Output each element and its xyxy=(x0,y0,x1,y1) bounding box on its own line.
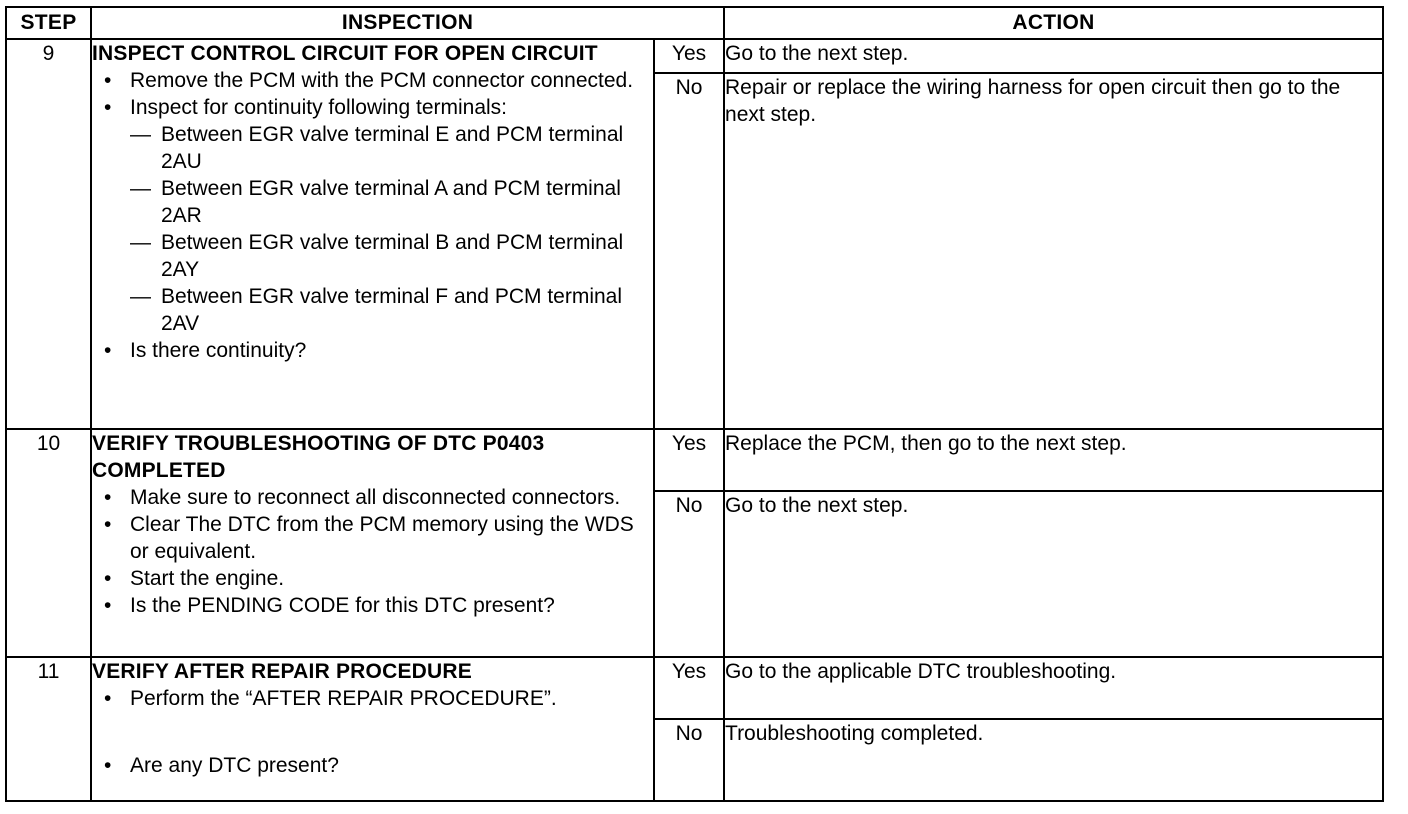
step-number: 9 xyxy=(5,38,92,430)
list-item: Remove the PCM with the PCM connector co… xyxy=(92,67,653,94)
list-item: Start the engine. xyxy=(92,565,653,592)
no-label: No xyxy=(652,718,726,802)
yes-label: Yes xyxy=(652,656,726,720)
table-row: 10 VERIFY TROUBLESHOOTING OF DTC P0403 C… xyxy=(5,428,1385,658)
list-item-text: Inspect for continuity following termina… xyxy=(130,96,508,119)
inspection-cell: VERIFY AFTER REPAIR PROCEDURE Perform th… xyxy=(90,656,655,802)
inspection-list: Perform the “AFTER REPAIR PROCEDURE”. xyxy=(92,685,653,712)
troubleshooting-table: STEP INSPECTION ACTION 9 INSPECT CONTROL… xyxy=(5,6,1385,802)
inspection-list: Remove the PCM with the PCM connector co… xyxy=(92,67,653,364)
step-number: 11 xyxy=(5,656,92,802)
inspection-list: Make sure to reconnect all disconnected … xyxy=(92,484,653,619)
table-row: 9 INSPECT CONTROL CIRCUIT FOR OPEN CIRCU… xyxy=(5,38,1385,430)
sub-item: Between EGR valve terminal F and PCM ter… xyxy=(130,283,653,337)
step-number: 10 xyxy=(5,428,92,658)
list-item: Clear The DTC from the PCM memory using … xyxy=(92,511,653,565)
list-item: Is the PENDING CODE for this DTC present… xyxy=(92,592,653,619)
no-action: Go to the next step. xyxy=(723,490,1385,658)
yes-label: Yes xyxy=(652,428,726,492)
header-inspection: INSPECTION xyxy=(89,6,726,40)
header-action: ACTION xyxy=(723,6,1385,40)
yes-action: Replace the PCM, then go to the next ste… xyxy=(723,428,1385,492)
header-step: STEP xyxy=(5,6,92,40)
table-row: No Troubleshooting completed. xyxy=(6,718,1385,802)
sub-item: Between EGR valve terminal B and PCM ter… xyxy=(130,229,653,283)
no-label: No xyxy=(652,490,726,658)
inspection-title: VERIFY TROUBLESHOOTING OF DTC P0403 COMP… xyxy=(92,432,545,482)
yes-label: Yes xyxy=(652,38,726,74)
sub-item: Between EGR valve terminal E and PCM ter… xyxy=(130,121,653,175)
list-item: Perform the “AFTER REPAIR PROCEDURE”. xyxy=(92,685,653,712)
terminal-list: Between EGR valve terminal E and PCM ter… xyxy=(130,121,653,337)
no-action: Repair or replace the wiring harness for… xyxy=(723,72,1385,430)
yes-action: Go to the applicable DTC troubleshooting… xyxy=(723,656,1385,720)
header-row: STEP INSPECTION ACTION xyxy=(5,6,1385,40)
inspection-cell: VERIFY TROUBLESHOOTING OF DTC P0403 COMP… xyxy=(90,428,655,658)
table-row: No Go to the next step. xyxy=(6,490,1385,658)
list-item: Are any DTC present? xyxy=(92,752,653,779)
inspection-list: Are any DTC present? xyxy=(92,752,653,779)
sub-item: Between EGR valve terminal A and PCM ter… xyxy=(130,175,653,229)
list-item: Make sure to reconnect all disconnected … xyxy=(92,484,653,511)
no-label: No xyxy=(652,72,726,430)
yes-action: Go to the next step. xyxy=(723,38,1385,74)
list-item: Is there continuity? xyxy=(92,337,653,364)
inspection-title: VERIFY AFTER REPAIR PROCEDURE xyxy=(92,660,472,683)
no-action: Troubleshooting completed. xyxy=(723,718,1385,802)
table-row: 11 VERIFY AFTER REPAIR PROCEDURE Perform… xyxy=(5,656,1385,802)
inspection-cell: INSPECT CONTROL CIRCUIT FOR OPEN CIRCUIT… xyxy=(90,38,655,430)
blank-space xyxy=(92,712,653,752)
list-item: Inspect for continuity following termina… xyxy=(92,94,653,337)
inspection-title: INSPECT CONTROL CIRCUIT FOR OPEN CIRCUIT xyxy=(92,42,598,65)
table-row: No Repair or replace the wiring harness … xyxy=(6,72,1385,430)
